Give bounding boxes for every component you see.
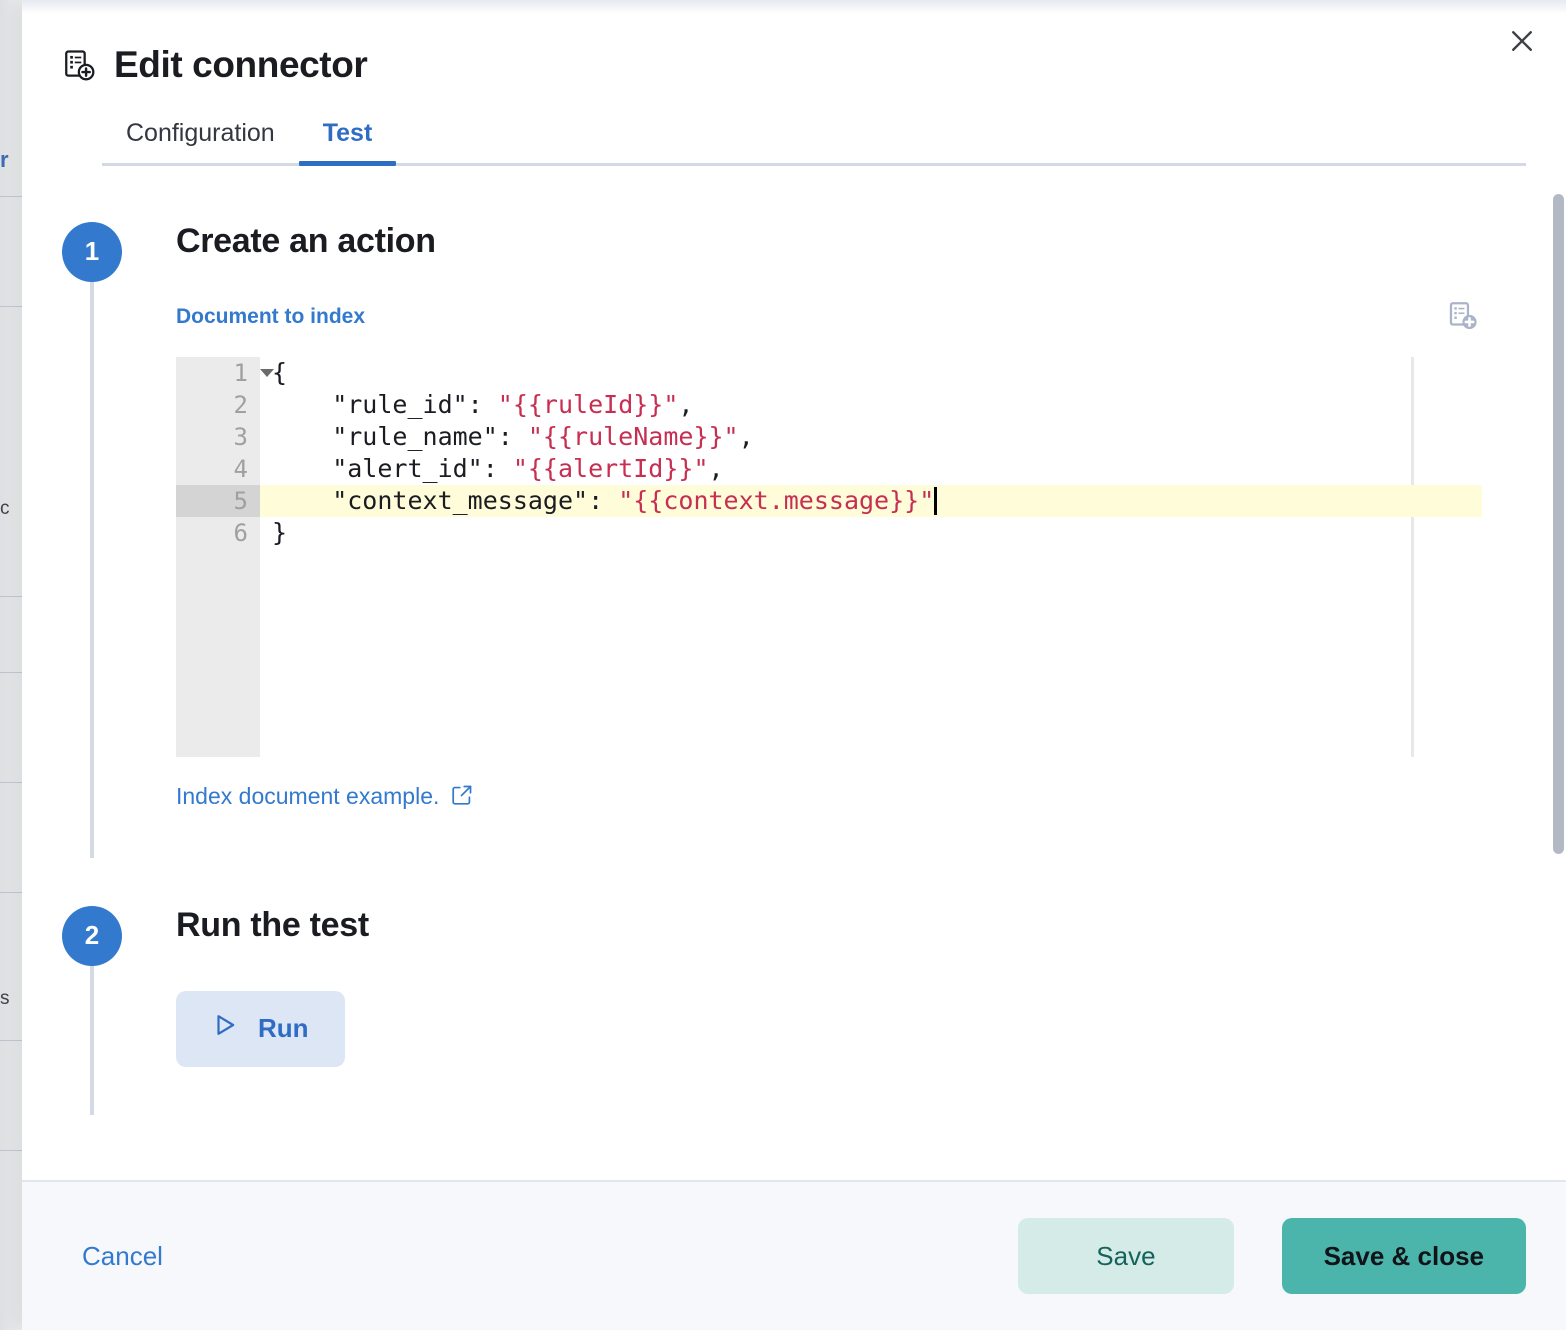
index-document-example-link[interactable]: Index document example. [176,783,473,810]
code-token-plain: } [272,517,288,547]
play-icon [212,1012,238,1045]
step-1-content: Document to index [176,301,1566,810]
background-tab-partial: r [0,147,9,172]
background-cell-text: s [0,988,10,1009]
title-row: Edit connector [62,44,1526,86]
background-row-divider [0,672,22,673]
tab-bar: Configuration Test [62,119,1526,166]
scrollbar-thumb[interactable] [1553,193,1564,854]
code-token-plain: , [678,389,694,419]
code-token-plain: , [738,421,754,451]
save-and-close-button[interactable]: Save & close [1281,1218,1526,1294]
page-title: Edit connector [114,44,368,85]
close-button[interactable] [1500,20,1544,64]
tab-configuration[interactable]: Configuration [102,119,299,166]
background-row-divider [0,306,22,307]
background-row-divider [0,1040,22,1041]
code-line: "rule_name": "{{ruleName}}", [260,421,1566,453]
close-icon [1507,26,1537,59]
code-token-string: "{{ruleId}}" [497,389,679,419]
flyout-scrollbar[interactable] [1552,166,1566,1181]
code-line: "context_message": "{{context.message}}" [260,484,1482,517]
editor-print-margin [1411,356,1414,757]
document-field-header: Document to index [176,301,1566,357]
step-2-content: Run [176,989,1566,1067]
flyout-footer: Cancel Save Save & close [22,1180,1566,1330]
code-token-string: "{{context.message}}" [618,485,935,515]
code-token-string: "{{ruleName}}" [527,421,739,451]
index-document-example-label: Index document example. [176,782,440,809]
step-number-badge: 2 [62,905,122,966]
step-number-badge: 1 [62,221,122,282]
gutter-line-number-active: 5 [176,484,260,517]
background-row-divider [0,782,22,783]
code-line: "rule_id": "{{ruleId}}", [260,389,1566,421]
footer-actions: Save Save & close [1018,1218,1526,1294]
editor-gutter: 1 2 3 4 5 6 [176,356,274,757]
background-row-divider [0,1150,22,1151]
code-token-plain: "context_message": [272,485,619,515]
code-line: } [260,517,1566,549]
gutter-line-number: 4 [233,454,248,483]
code-line: "alert_id": "{{alertId}}", [260,453,1566,485]
background-row-divider [0,892,22,893]
tab-test[interactable]: Test [298,119,397,166]
add-document-icon[interactable] [1446,299,1480,333]
editor-lines: { "rule_id": "{{ruleId}}", "rule_name": … [260,357,1566,549]
code-fold-arrow-icon[interactable] [260,368,274,377]
test-steps: 1 Create an action Document to index [22,166,1566,1115]
cancel-button[interactable]: Cancel [76,1240,169,1273]
backdrop-overlay-shade [0,0,22,1330]
flyout-body: 1 Create an action Document to index [22,166,1566,1181]
step-title: Create an action [176,221,436,260]
code-token-string: "{{alertId}}" [512,453,709,483]
background-cell-text: c [0,498,10,519]
code-token-plain: "rule_name": [272,421,528,451]
code-line: { [260,357,1566,389]
gutter-line-number: 3 [233,422,248,451]
code-token-plain: "rule_id": [272,389,498,419]
document-to-index-label: Document to index [176,304,366,328]
background-table-strip: r c s [0,0,22,1330]
step-create-an-action: 1 Create an action Document to index [62,221,1566,858]
gutter-line-number: 1 [176,357,274,389]
code-token-plain: "alert_id": [272,453,513,483]
editor-code-area[interactable]: { "rule_id": "{{ruleId}}", "rule_name": … [260,356,1566,757]
code-token-plain: , [708,453,724,483]
text-cursor [934,486,938,515]
run-button[interactable]: Run [176,990,345,1067]
background-row-divider [0,596,22,597]
save-button[interactable]: Save [1018,1218,1234,1294]
edit-connector-flyout: Edit connector Configuration Test 1 Crea… [22,0,1566,1330]
step-connector-line [90,277,94,858]
background-row-divider [0,196,22,197]
external-link-icon [451,783,473,810]
step-title: Run the test [176,905,369,944]
index-document-icon [62,48,96,82]
gutter-line-number: 6 [233,518,248,547]
step-run-the-test: 2 Run the test Run [62,905,1566,1115]
code-token-plain: { [272,357,288,387]
flyout-header: Edit connector Configuration Test [22,0,1566,166]
step-connector-line [90,961,94,1115]
gutter-line-number: 2 [233,390,248,419]
document-to-index-editor[interactable]: 1 2 3 4 5 6 { "rule_id": "{{ruleId}}", "… [176,356,1566,757]
run-button-label: Run [258,1013,309,1043]
